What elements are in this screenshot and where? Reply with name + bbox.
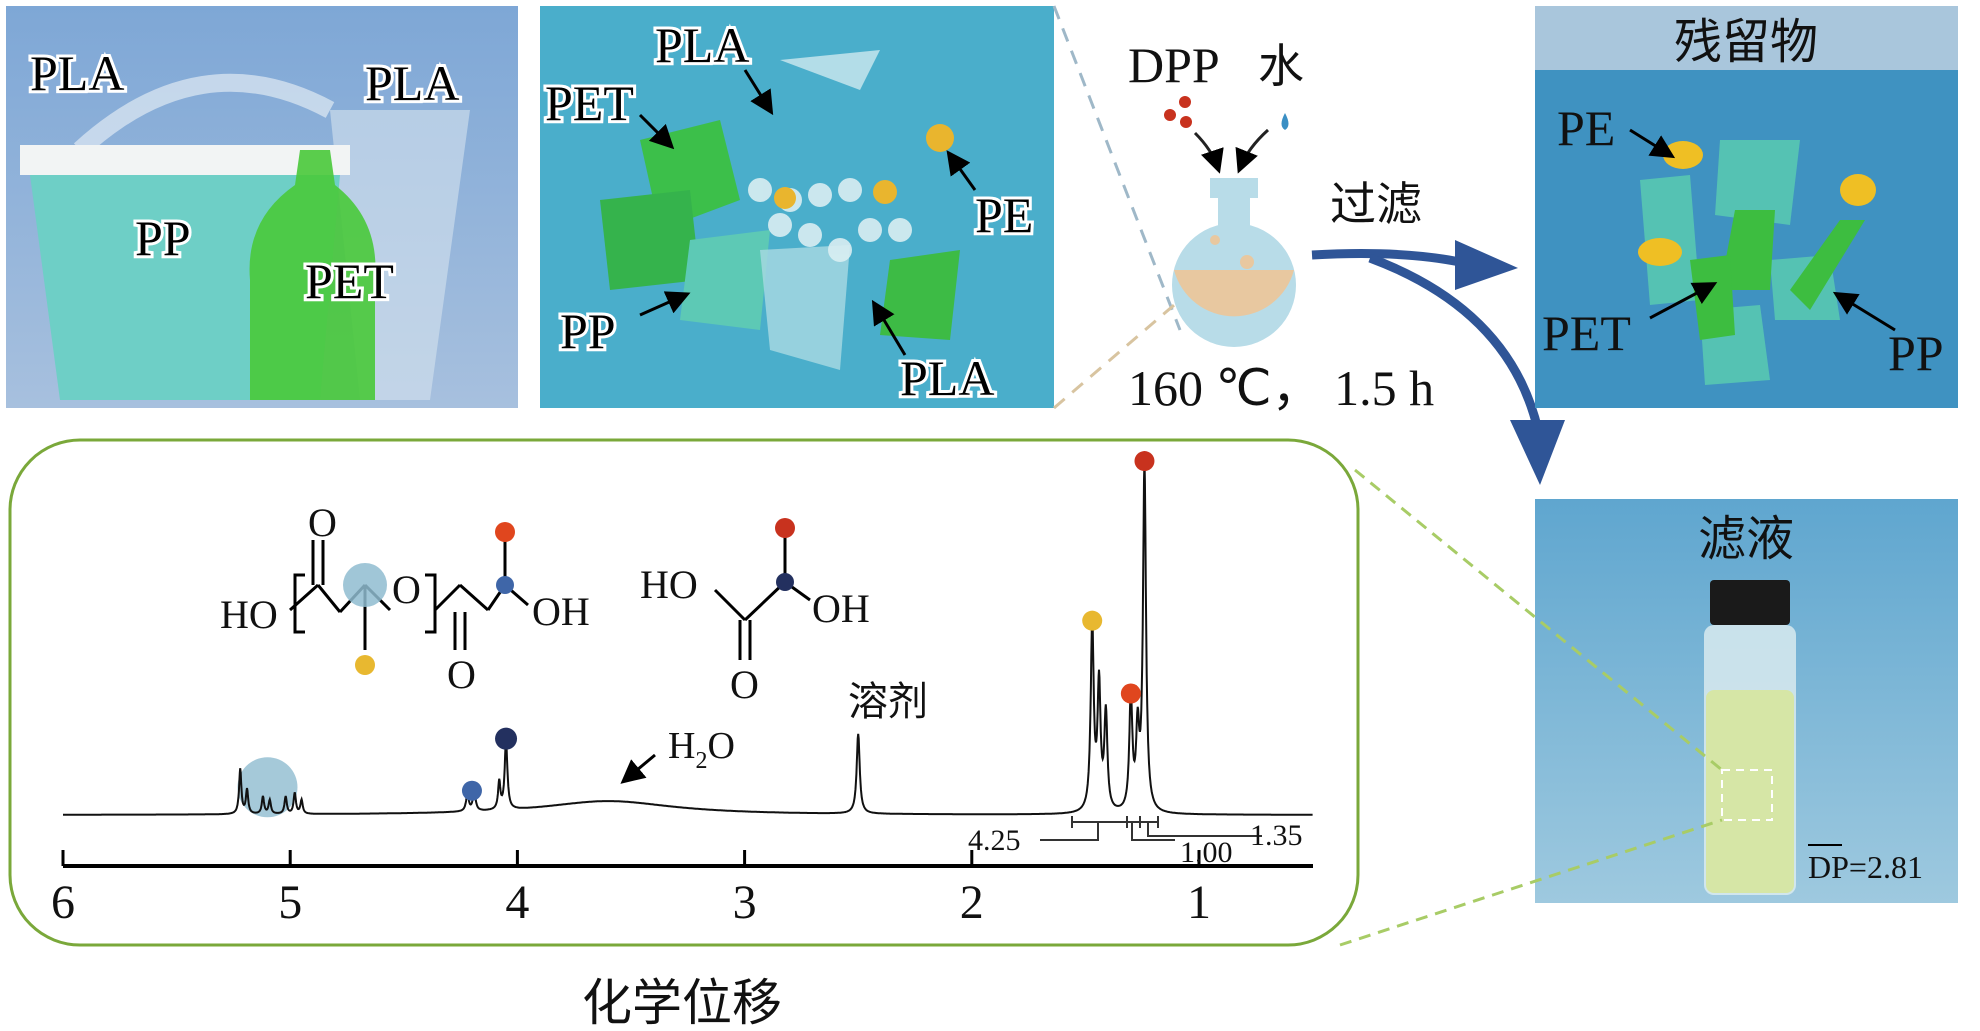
photo-residue: 残留物 PE PET PP	[1535, 6, 1958, 408]
arrow-to-residue-icon	[1311, 240, 1518, 290]
label-pp: PP	[135, 210, 191, 266]
integral-label: 4.25	[968, 824, 1021, 857]
x-tick-label: 5	[278, 876, 302, 929]
atom-label: HO	[640, 562, 698, 607]
peak-marker-navy	[495, 727, 518, 750]
peak-marker-blue	[461, 780, 482, 801]
label-pla: PLA	[655, 17, 749, 73]
atom-label: OH	[812, 586, 870, 631]
integrals	[1040, 816, 1262, 841]
filtrate-title: 滤液	[1698, 511, 1794, 567]
structure-lactic-acid	[713, 530, 811, 660]
arrow-to-filtrate-icon	[1368, 253, 1565, 485]
annotation-water: H2O	[668, 725, 735, 774]
x-tick-label: 6	[51, 876, 75, 929]
x-axis-label: 化学位移	[582, 974, 782, 1031]
nmr-spectrum	[63, 451, 1313, 818]
nmr-panel: HO O O O OH HO OH O 6 5 4 3 2 1 溶剂 H2O 4.25 1…	[8, 438, 1360, 947]
peak-marker-methine	[237, 757, 298, 818]
x-axis: 6 5 4 3 2 1	[51, 850, 1313, 929]
atom-label: HO	[220, 592, 278, 637]
label-pla: PLA	[365, 55, 459, 111]
peak-marker-red	[1134, 451, 1155, 472]
zoom-line	[1053, 298, 1181, 410]
annotation-solvent: 溶剂	[848, 679, 928, 725]
dpp-dots-icon	[1164, 96, 1192, 128]
label-pet: PET	[545, 75, 634, 131]
atom-label: OH	[532, 589, 590, 634]
box-lid	[20, 145, 350, 175]
atom-label: O	[730, 662, 759, 707]
reaction-scheme: DPP 水 160 ℃， 1.5 h 过滤	[1128, 37, 1565, 485]
x-tick-label: 4	[505, 876, 529, 929]
label-pe: PE	[1557, 100, 1615, 156]
x-tick-label: 2	[960, 876, 984, 929]
zoom-line	[1052, 5, 1182, 331]
water-drop-icon	[1281, 113, 1289, 130]
water-arrow	[620, 753, 656, 784]
photo-mixed-fragments: PLA PET PE PP PLA	[540, 6, 1054, 409]
label-pet: PET	[1542, 305, 1631, 361]
residue-title: 残留物	[1674, 14, 1818, 70]
atom-label: O	[392, 567, 421, 612]
reagent-dpp: DPP	[1128, 37, 1220, 93]
peak-marker-red	[1120, 683, 1141, 704]
label-pla: PLA	[30, 45, 124, 101]
label-pp: PP	[560, 303, 616, 359]
label-pet: PET	[305, 253, 394, 309]
filter-label: 过滤	[1330, 177, 1422, 231]
photo-plastic-items: PLA PLA PP PET	[6, 6, 518, 408]
vial-liquid	[1706, 690, 1794, 893]
label-pp: PP	[1888, 325, 1944, 381]
vial-cap	[1710, 580, 1790, 625]
pet-bottle	[249, 150, 376, 400]
spectrum-line	[63, 459, 1313, 816]
x-tick-label: 1	[1187, 876, 1211, 929]
peak-marker-yellow	[1082, 610, 1103, 631]
flask-icon	[1172, 178, 1296, 347]
integral-label: 1.00	[1180, 836, 1233, 869]
label-pla: PLA	[900, 350, 994, 406]
reaction-condition: 160 ℃， 1.5 h	[1128, 360, 1434, 416]
x-tick-label: 3	[733, 876, 757, 929]
atom-label: O	[447, 652, 476, 697]
integral-label: 1.35	[1250, 819, 1303, 852]
label-pe: PE	[975, 187, 1033, 243]
reagent-water: 水	[1258, 39, 1304, 93]
photo-filtrate: 滤液 DP=2.81	[1339, 468, 1958, 947]
atom-label: O	[308, 500, 337, 545]
nmr-frame	[8, 438, 1360, 947]
dp-label: DP=2.81	[1808, 849, 1923, 885]
